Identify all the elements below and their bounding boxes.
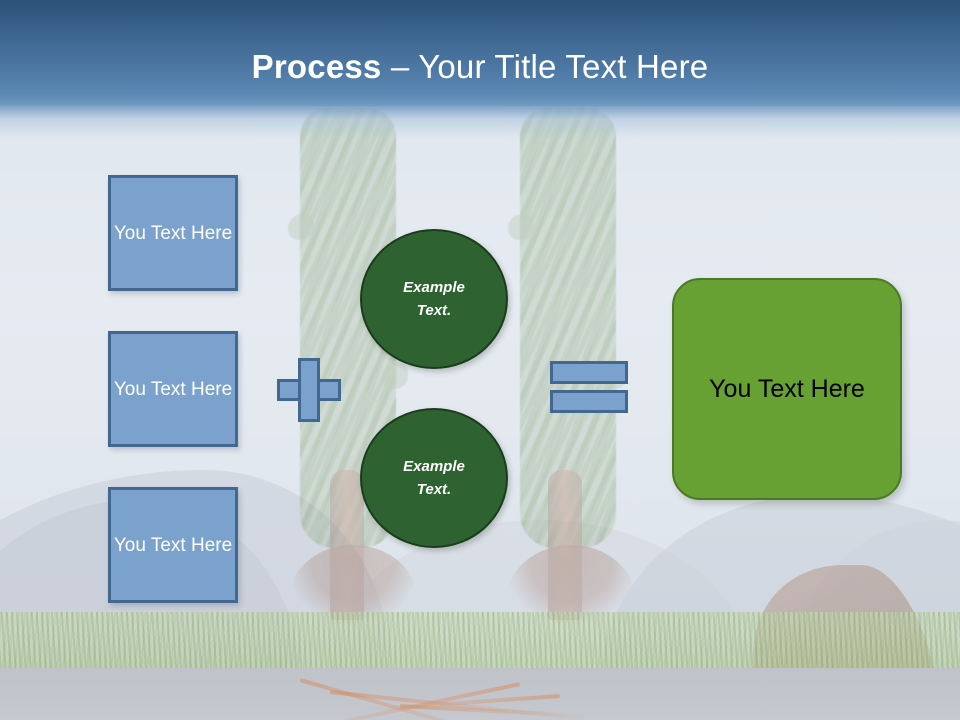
example-circle-1-label: Example Text. xyxy=(403,276,465,322)
example-circle-2-line2: Text. xyxy=(416,481,452,498)
page-title: Process – Your Title Text Here xyxy=(0,48,960,86)
tree-left-trunk xyxy=(330,470,364,620)
example-circle-2-line1: Example xyxy=(403,458,465,475)
input-box-2[interactable]: You Text Here xyxy=(108,331,238,447)
plus-icon-center-fill xyxy=(301,382,317,398)
result-box-label: You Text Here xyxy=(709,374,865,403)
equals-icon-bottom-bar xyxy=(550,390,628,413)
input-box-1[interactable]: You Text Here xyxy=(108,175,238,291)
title-banner-fade xyxy=(0,104,960,138)
title-banner xyxy=(0,0,960,106)
example-circle-2[interactable]: Example Text. xyxy=(360,408,508,548)
input-box-3-label: You Text Here xyxy=(113,534,233,556)
equals-icon-top-bar xyxy=(550,361,628,384)
underground-roots-layer xyxy=(0,668,960,720)
tree-right-trunk xyxy=(548,470,582,620)
input-box-2-label: You Text Here xyxy=(113,378,233,400)
example-circle-2-label: Example Text. xyxy=(403,455,465,501)
plus-icon xyxy=(277,358,341,422)
input-box-3[interactable]: You Text Here xyxy=(108,487,238,603)
example-circle-1[interactable]: Example Text. xyxy=(360,229,508,369)
input-box-1-label: You Text Here xyxy=(113,222,233,244)
page-title-light: Your Title Text Here xyxy=(418,48,709,85)
tree-right-canopy xyxy=(508,108,628,548)
example-circle-1-line1: Example xyxy=(403,279,465,296)
page-title-separator: – xyxy=(381,48,419,85)
equals-icon xyxy=(550,361,628,413)
tree-left-trunk-flare xyxy=(288,545,418,625)
page-title-strong: Process xyxy=(251,48,382,85)
grass-strip xyxy=(0,612,960,674)
result-box[interactable]: You Text Here xyxy=(672,278,902,500)
example-circle-1-line2: Text. xyxy=(416,302,452,319)
tree-right-trunk-flare xyxy=(506,545,636,625)
